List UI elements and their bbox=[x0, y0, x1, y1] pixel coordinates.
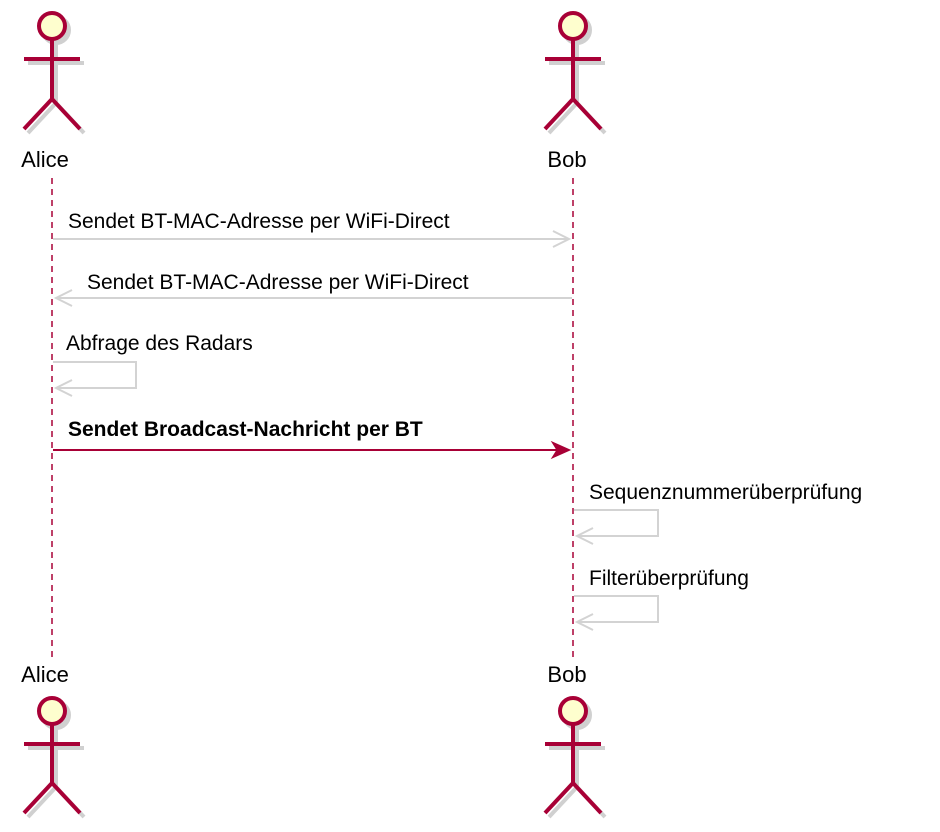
actor-alice-bottom: Alice bbox=[21, 662, 86, 819]
participant-name: Alice bbox=[21, 147, 69, 172]
self-message-line bbox=[574, 509, 659, 537]
arrowhead-left-icon bbox=[53, 379, 73, 397]
actor-figure-icon bbox=[543, 696, 607, 819]
message-1: Sendet BT-MAC-Adresse per WiFi-Direct bbox=[53, 210, 572, 248]
message-label: Sendet BT-MAC-Adresse per WiFi-Direct bbox=[87, 271, 469, 294]
arrowhead-left-icon bbox=[574, 527, 594, 545]
message-label: Abfrage des Radars bbox=[66, 332, 253, 355]
participant-name: Alice bbox=[21, 662, 69, 687]
message-2: Sendet BT-MAC-Adresse per WiFi-Direct bbox=[53, 271, 572, 307]
actor-figure-icon bbox=[543, 11, 607, 135]
actor-bob-bottom: Bob bbox=[543, 662, 607, 819]
actor-alice-top: Alice bbox=[21, 11, 86, 172]
actor-bob-top: Bob bbox=[543, 11, 607, 172]
actor-figure-icon bbox=[22, 696, 86, 819]
arrowhead-right-icon bbox=[550, 440, 572, 460]
actor-figure-icon bbox=[22, 11, 86, 135]
arrowhead-left-icon bbox=[574, 613, 594, 631]
message-4: Sendet Broadcast-Nachricht per BT bbox=[53, 418, 572, 460]
arrowhead-right-icon bbox=[552, 230, 572, 248]
message-label: Sendet Broadcast-Nachricht per BT bbox=[68, 418, 423, 441]
self-message-line bbox=[574, 595, 659, 623]
message-label: Sendet BT-MAC-Adresse per WiFi-Direct bbox=[68, 210, 450, 233]
message-5: Sequenznummerüberprüfung bbox=[574, 481, 862, 545]
arrowhead-left-icon bbox=[53, 289, 73, 307]
message-6: Filterüberprüfung bbox=[574, 567, 749, 631]
participant-name: Bob bbox=[547, 147, 586, 172]
participant-name: Bob bbox=[547, 662, 586, 687]
message-label: Filterüberprüfung bbox=[589, 567, 749, 590]
self-message-line bbox=[53, 361, 137, 389]
message-3: Abfrage des Radars bbox=[53, 332, 253, 397]
message-label: Sequenznummerüberprüfung bbox=[589, 481, 862, 504]
